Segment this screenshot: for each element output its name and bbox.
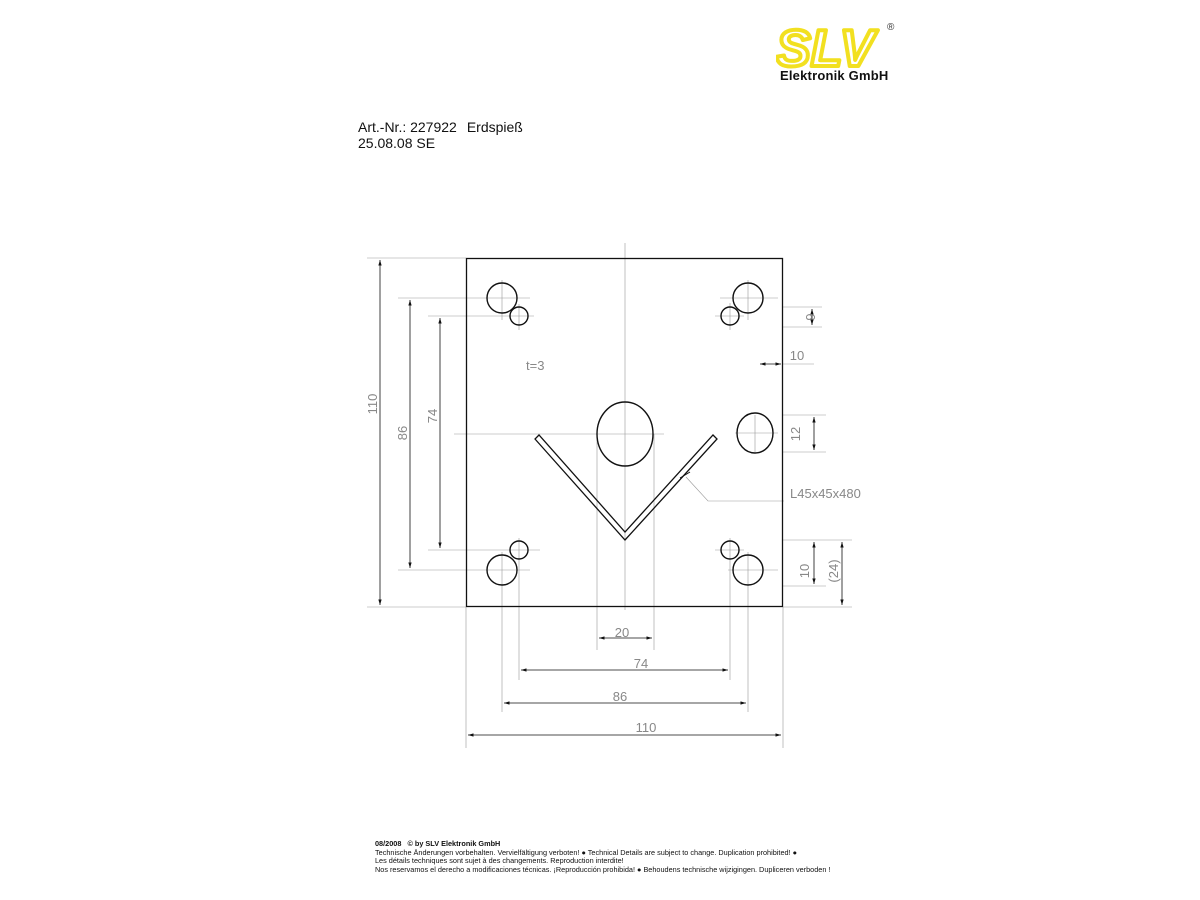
dim-right-10-top: 10 xyxy=(790,348,804,363)
base-plate-outline xyxy=(465,257,784,608)
footer-date: 08/2008 xyxy=(375,839,402,848)
thickness-label: t=3 xyxy=(526,358,544,373)
company-name: Elektronik GmbH xyxy=(780,68,889,83)
footer-copyright: © by SLV Elektronik GmbH xyxy=(407,839,501,848)
hole-top-left-small xyxy=(509,306,529,326)
angle-profile-section xyxy=(534,434,718,541)
hole-bottom-right-large xyxy=(732,554,764,586)
dim-bottom-74: 74 xyxy=(634,656,648,671)
footer-line-1: Technische Änderungen vorbehalten. Vervi… xyxy=(375,847,798,857)
article-header: Art.-Nr.: 227922 Erdspieß 25.08.08 SE xyxy=(358,119,523,151)
dim-bottom-20: 20 xyxy=(615,625,629,640)
hole-top-right-large xyxy=(732,282,764,314)
hole-top-left-large xyxy=(486,282,518,314)
dim-right-10-bottom: 10 xyxy=(797,564,812,578)
hole-top-right-small xyxy=(720,306,740,326)
dim-bottom-110: 110 xyxy=(636,720,657,735)
hole-bottom-left-large xyxy=(486,554,518,586)
drawing-date: 25.08.08 SE xyxy=(358,135,436,151)
product-name: Erdspieß xyxy=(466,119,523,135)
legal-footer: 08/2008 © by SLV Elektronik GmbH Technis… xyxy=(375,839,831,874)
hole-right-middle xyxy=(736,412,774,454)
dim-left-110: 110 xyxy=(365,394,380,415)
footer-line-2: Les détails techniques sont sujet à des … xyxy=(375,856,624,866)
slv-logo: SLV ® xyxy=(776,18,895,70)
dim-left-86: 86 xyxy=(395,426,410,440)
holes xyxy=(486,282,774,586)
registered-mark: ® xyxy=(887,22,895,33)
hole-bottom-right-small xyxy=(720,540,740,560)
dim-bottom-86: 86 xyxy=(613,689,627,704)
profile-leader-tick xyxy=(679,471,691,479)
hole-center xyxy=(596,401,654,467)
dimension-lines xyxy=(378,260,844,737)
article-number: Art.-Nr.: 227922 xyxy=(358,119,457,135)
dim-right-24: (24) xyxy=(826,559,841,582)
footer-line-3: Nos reservamos el derecho a modificacion… xyxy=(375,864,831,874)
dim-left-74: 74 xyxy=(425,409,440,423)
hole-bottom-left-small xyxy=(509,540,529,560)
dimension-labels: 110 86 74 6 10 12 10 (24) 20 74 86 110 t… xyxy=(365,313,861,735)
dim-right-6: 6 xyxy=(803,313,818,320)
dim-right-12: 12 xyxy=(788,427,803,441)
profile-label: L45x45x480 xyxy=(790,486,861,501)
logo-wordmark: SLV xyxy=(776,20,879,70)
